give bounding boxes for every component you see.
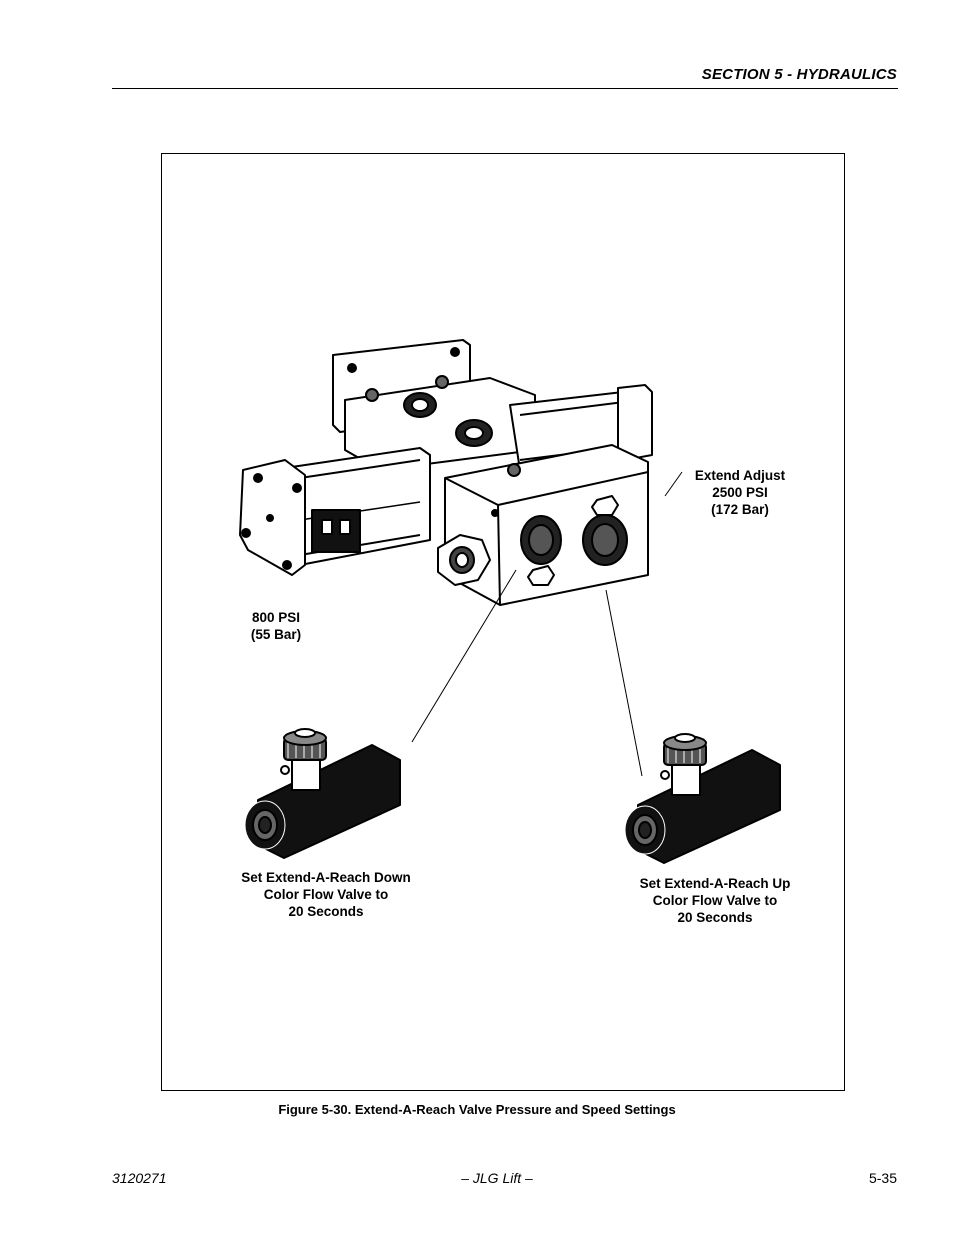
page-number: 5-35 [868,1170,897,1186]
figure-frame [161,153,845,1091]
doc-number: 3120271 [112,1170,167,1186]
figure-caption: Figure 5-30. Extend-A-Reach Valve Pressu… [278,1102,676,1117]
publisher: – JLG Lift – [461,1170,533,1186]
flow-valve-up [624,733,781,864]
valve-assembly [239,339,653,606]
callout-retract-pressure: 800 PSI (55 Bar) [250,610,302,642]
callout-extend-adjust: Extend Adjust 2500 PSI (172 Bar) [694,468,786,517]
header-rule [112,88,898,89]
callout-up-flow-valve: Set Extend-A-Reach Up Color Flow Valve t… [639,876,791,925]
flow-valve-down [244,728,401,859]
callout-down-flow-valve: Set Extend-A-Reach Down Color Flow Valve… [241,870,411,919]
section-title: SECTION 5 - HYDRAULICS [701,66,897,83]
leader-lines [411,471,683,777]
